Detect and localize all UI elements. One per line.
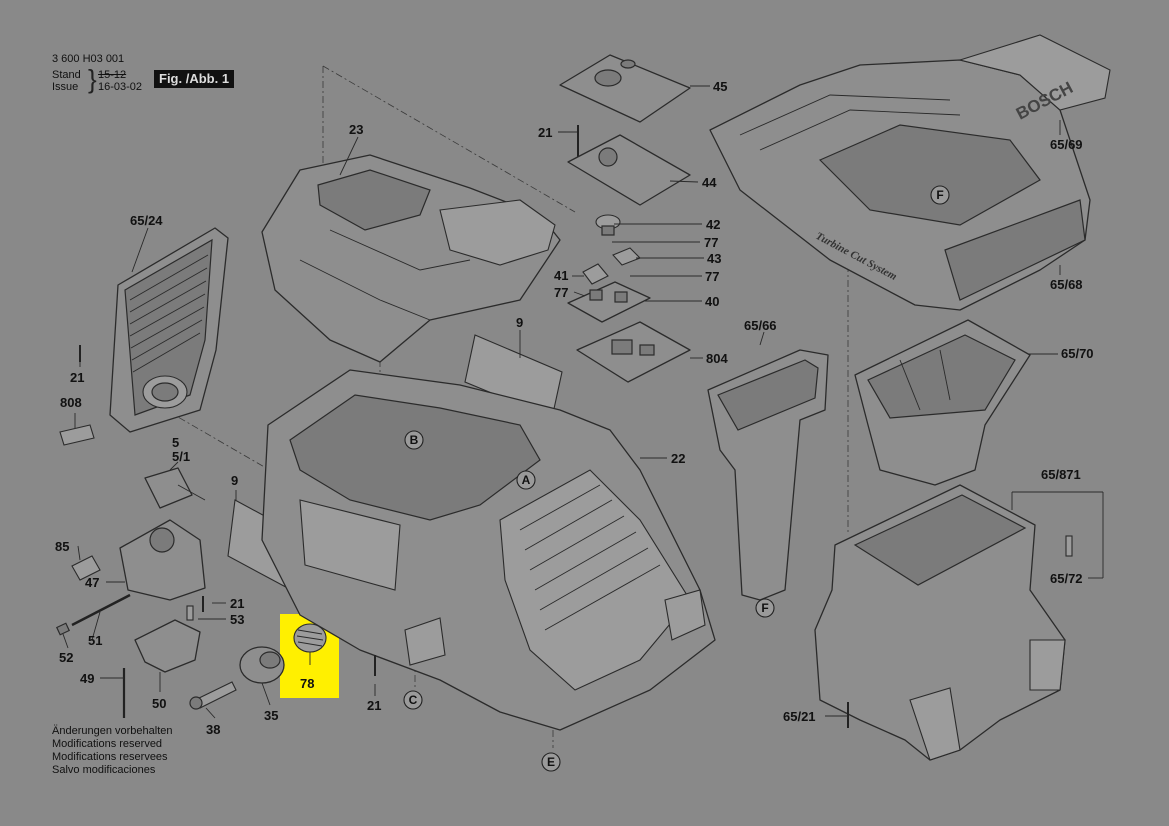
callout-22: 22 <box>671 451 685 466</box>
marker-e: E <box>541 752 561 772</box>
issue-label: Issue <box>52 81 79 93</box>
callout-65-70: 65/70 <box>1061 346 1094 361</box>
issue-value: 16-03-02 <box>98 81 143 93</box>
svg-text:F: F <box>936 188 943 202</box>
callout-23: 23 <box>349 122 363 137</box>
part-label-808 <box>59 424 95 446</box>
callout-53: 53 <box>230 612 244 627</box>
callout-808: 808 <box>60 395 82 410</box>
callout-9: 9 <box>516 315 523 330</box>
svg-text:C: C <box>409 693 418 707</box>
part-rod-51 <box>71 593 131 627</box>
part-top-cover-65-69 <box>709 34 1111 311</box>
part-handle-65-66 <box>707 349 829 601</box>
callout-65-66: 65/66 <box>744 318 777 333</box>
part-knob-35 <box>239 646 285 684</box>
part-stand-box-65-871 <box>814 484 1066 761</box>
part-screw-38 <box>189 681 237 710</box>
callout-65-69: 65/69 <box>1050 137 1083 152</box>
modification-notes: Änderungen vorbehalten Modifications res… <box>52 725 172 777</box>
marker-f-handle: F <box>755 598 775 618</box>
callout-51: 51 <box>88 633 102 648</box>
part-number-code: 3 600 H03 001 <box>52 53 125 65</box>
part-button-41 <box>582 263 609 285</box>
part-spring-78 <box>293 623 327 653</box>
marker-c: C <box>403 690 423 710</box>
callout-21: 21 <box>230 596 244 611</box>
part-pin-49 <box>100 668 126 718</box>
callout-5: 5 <box>172 435 179 450</box>
callout-40: 40 <box>705 294 719 309</box>
callout-35: 35 <box>264 708 278 723</box>
part-pin-65-72 <box>1065 535 1073 557</box>
callout-77: 77 <box>705 269 719 284</box>
part-switch-plate-44 <box>567 134 691 206</box>
callout-49: 49 <box>80 671 94 686</box>
marker-f-top: F <box>930 185 950 205</box>
callout-43: 43 <box>707 251 721 266</box>
part-main-housing-22 <box>261 369 716 731</box>
part-bracket-50 <box>134 619 201 673</box>
callout-42: 42 <box>706 217 720 232</box>
part-screw-21a <box>558 125 579 158</box>
part-plug-5 <box>144 467 206 509</box>
svg-text:E: E <box>547 755 555 769</box>
callout-65-72: 65/72 <box>1050 571 1083 586</box>
callout-85: 85 <box>55 539 69 554</box>
part-upper-housing-23 <box>261 154 561 363</box>
part-switch-board-40 <box>567 281 651 323</box>
stand-value: 15-12 <box>98 69 127 81</box>
part-electronics-board-804 <box>576 321 691 383</box>
part-cover-plate-45 <box>559 54 691 123</box>
marker-a: A <box>516 470 536 490</box>
callout-44: 44 <box>702 175 717 190</box>
part-clip-85 <box>71 555 101 581</box>
callout-65-871: 65/871 <box>1041 467 1081 482</box>
callout-9: 9 <box>231 473 238 488</box>
callout-47: 47 <box>85 575 99 590</box>
part-washer-53 <box>186 605 194 621</box>
callout-38: 38 <box>206 722 220 737</box>
callout-65-21: 65/21 <box>783 709 816 724</box>
callout-45: 45 <box>713 79 727 94</box>
svg-text:A: A <box>522 473 531 487</box>
callout-5-1: 5/1 <box>172 449 190 464</box>
part-side-grille-65-24 <box>109 227 229 433</box>
reference-markers: A B C E F F <box>403 185 950 772</box>
note-line-es: Salvo modificaciones <box>52 764 156 776</box>
callout-804: 804 <box>706 351 728 366</box>
callout-77: 77 <box>554 285 568 300</box>
leader-lines <box>62 85 1104 719</box>
svg-text:B: B <box>410 433 419 447</box>
callout-50: 50 <box>152 696 166 711</box>
figure-label: Fig. /Abb. 1 <box>154 70 235 88</box>
marker-b: B <box>404 430 424 450</box>
part-holder-47 <box>119 519 206 601</box>
svg-text:F: F <box>761 601 768 615</box>
callout-65-68: 65/68 <box>1050 277 1083 292</box>
callout-65-24: 65/24 <box>130 213 163 228</box>
callout-labels: 45 21 44 23 42 77 43 77 41 77 40 9 804 6… <box>55 79 1094 737</box>
callout-77: 77 <box>704 235 718 250</box>
part-knob-42 <box>595 214 621 236</box>
callout-21: 21 <box>70 370 84 385</box>
note-line-en: Modifications reserved <box>52 738 163 750</box>
brace-glyph: } <box>88 64 97 94</box>
callout-78: 78 <box>300 676 314 691</box>
note-line-fr: Modifications reservees <box>52 751 168 763</box>
part-collection-bag-65-70 <box>854 319 1031 486</box>
part-spring-52 <box>55 622 71 636</box>
callout-21: 21 <box>538 125 552 140</box>
callout-41: 41 <box>554 268 568 283</box>
stand-label: Stand <box>52 69 81 81</box>
part-button-43 <box>612 247 641 266</box>
callout-21: 21 <box>367 698 381 713</box>
callout-52: 52 <box>59 650 73 665</box>
note-line-de: Änderungen vorbehalten <box>52 725 173 737</box>
